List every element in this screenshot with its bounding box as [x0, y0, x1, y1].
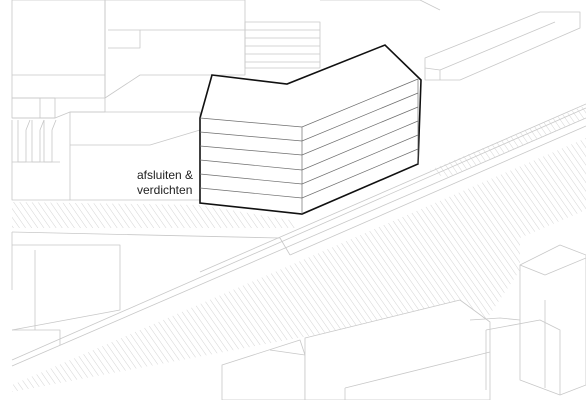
context-block-top-center-step — [108, 29, 141, 49]
context-right-long-building-edge — [424, 67, 441, 80]
context-right-tower — [519, 244, 586, 396]
context-right-long-building — [424, 11, 581, 81]
context-right-lower-building — [485, 319, 561, 395]
context-striped-roof — [244, 21, 321, 69]
context-hatched-track-main — [12, 138, 586, 392]
proposed-building-outline — [199, 44, 422, 215]
context-striped-roof-lines — [245, 29, 320, 63]
context-bottom-building-2-roof — [344, 351, 491, 389]
annotation-line-1: afsluiten & — [137, 168, 193, 182]
context-buildings — [11, 0, 586, 400]
context-block-top-left — [11, 0, 106, 99]
context-left-building-2 — [12, 98, 106, 119]
context-pillars — [12, 119, 60, 163]
context-right-ground — [469, 317, 521, 321]
annotation-line-2: verdichten — [137, 183, 192, 197]
context-right-long-building-roof — [439, 21, 556, 71]
context-left-wall — [11, 120, 70, 201]
proposed-building — [199, 44, 422, 215]
context-hatched-strip-right — [430, 105, 586, 178]
context-left-building-1-detail — [39, 98, 55, 119]
context-courtyard-inner — [70, 129, 201, 146]
context-bottom-building-1-roof — [269, 349, 306, 356]
context-lower-left-block — [11, 244, 121, 331]
proposed-building-floor-lines — [199, 78, 419, 214]
annotation-label: afsluiten & verdichten — [137, 168, 193, 197]
context-top-edge — [320, 0, 441, 11]
context-left-building-1 — [11, 97, 56, 119]
context-hatched-strip-left — [12, 202, 300, 228]
context-right-tower-top — [519, 257, 586, 276]
context-bottom-building-2 — [304, 299, 491, 400]
context-lower-left-edge — [12, 329, 61, 345]
